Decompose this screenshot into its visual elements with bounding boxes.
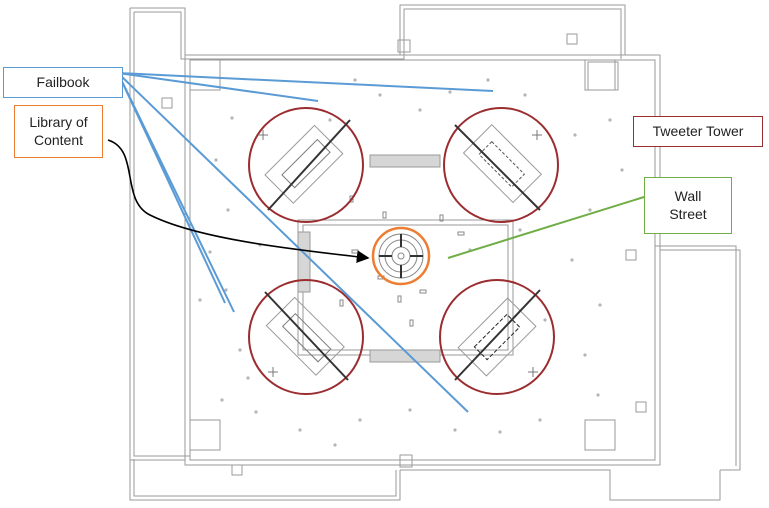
library-of-content-label: Library of Content xyxy=(14,105,103,158)
wall-label-line2: Street xyxy=(669,205,707,222)
library-pointer-arrow xyxy=(107,139,370,264)
central-core-circle xyxy=(371,226,431,286)
failbook-label: Failbook xyxy=(3,67,123,98)
wall-street-line xyxy=(447,196,645,259)
floor-plan-outline xyxy=(129,4,741,501)
tweeter-tower-label: Tweeter Tower xyxy=(633,116,763,147)
core-dashes xyxy=(339,195,465,327)
column-dots xyxy=(198,78,624,447)
tower-circle-bottom-left xyxy=(248,279,364,395)
tower-circle-top-left xyxy=(248,107,364,223)
wall-label-line1: Wall xyxy=(674,188,702,204)
failbook-label-text: Failbook xyxy=(36,73,90,90)
tower-circle-bottom-right xyxy=(439,279,555,395)
tower-circle-top-right xyxy=(443,107,559,223)
library-label-line2: Content xyxy=(33,131,84,148)
wall-street-label: Wall Street xyxy=(644,177,732,234)
tweeter-label-text: Tweeter Tower xyxy=(652,122,744,139)
library-label-line1: Library of xyxy=(29,114,88,130)
failbook-lines xyxy=(117,72,494,413)
